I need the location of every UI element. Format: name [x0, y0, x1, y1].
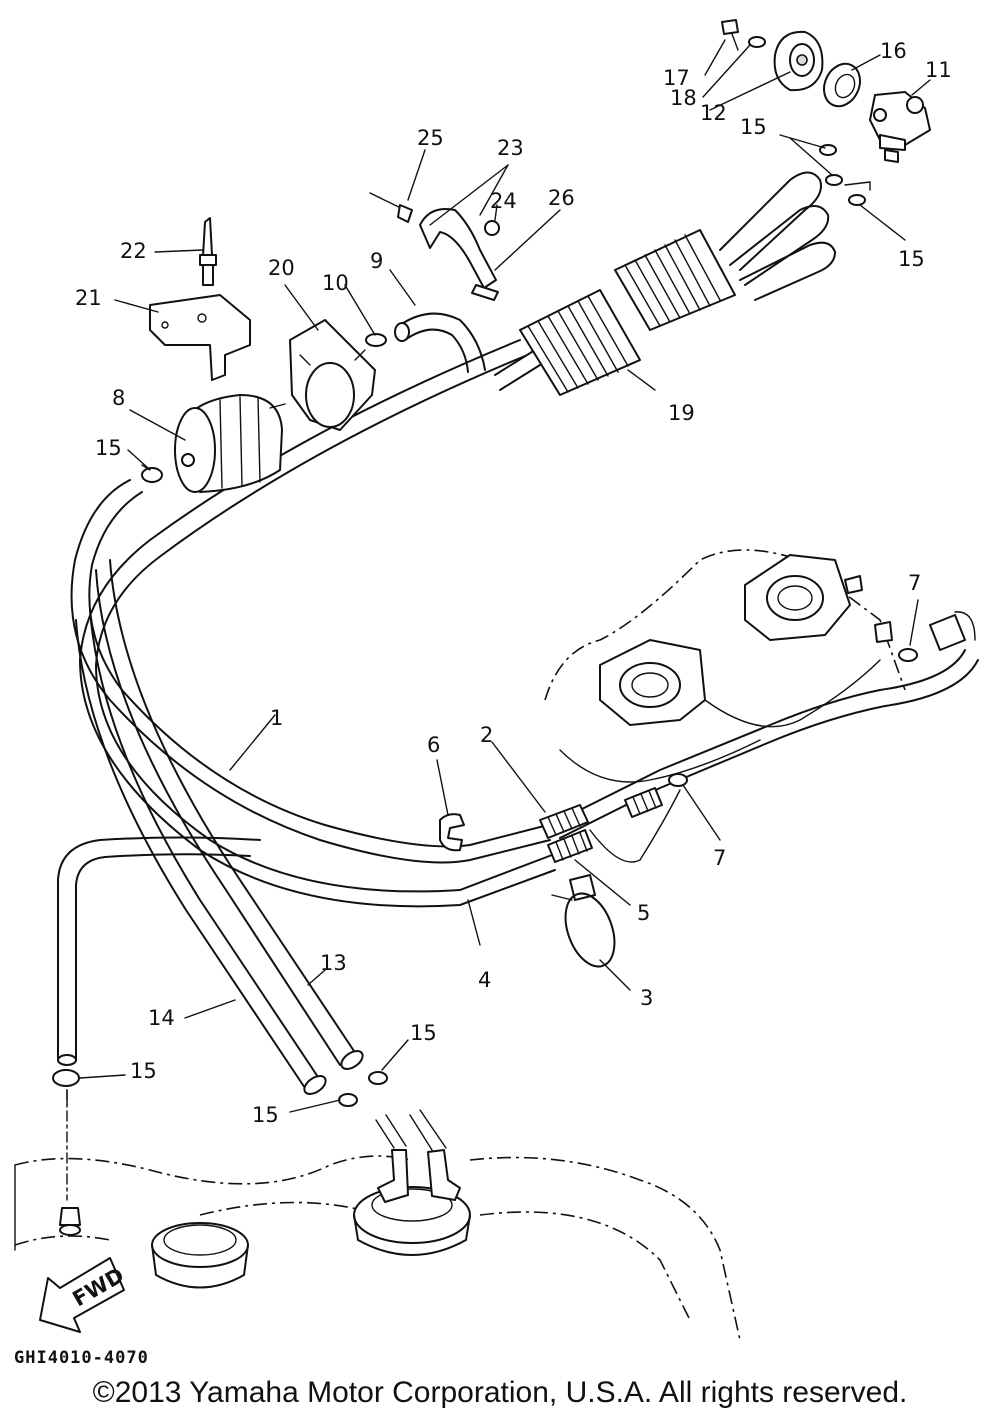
callout-9: 9 — [370, 249, 383, 273]
callout-23: 23 — [497, 136, 524, 160]
callout-21: 21 — [75, 286, 102, 310]
callout-22: 22 — [120, 239, 147, 263]
hose-clamp — [141, 464, 163, 483]
carburetor — [544, 549, 979, 863]
pin — [199, 217, 217, 286]
band-clamp-3 — [551, 874, 616, 968]
callout-24: 24 — [490, 189, 517, 213]
spring-guards — [539, 787, 663, 863]
small-clamps-15 — [819, 144, 871, 206]
callout-labels: 1 2 3 4 5 6 7 7 8 9 10 11 12 13 14 15 15… — [75, 39, 952, 1127]
callout-7-top: 7 — [908, 571, 921, 595]
callout-15-c: 15 — [95, 436, 122, 460]
copyright-notice: ©2013 Yamaha Motor Corporation, U.S.A. A… — [92, 1376, 908, 1409]
reference-code: GHI4010-4070 — [14, 1348, 149, 1368]
cable-band-assembly — [369, 192, 500, 301]
cable-protector — [519, 229, 736, 396]
callout-8: 8 — [112, 386, 125, 410]
callout-19: 19 — [668, 401, 695, 425]
callout-15-f: 15 — [252, 1103, 279, 1127]
callout-11: 11 — [925, 58, 952, 82]
fwd-arrow: FWD — [39, 1257, 128, 1333]
callout-13: 13 — [320, 951, 347, 975]
fuel-hoses — [57, 312, 556, 1201]
callout-5: 5 — [637, 901, 650, 925]
callout-15-a: 15 — [740, 115, 767, 139]
fuel-valve-assembly — [721, 19, 931, 163]
leader-lines — [66, 39, 931, 1113]
callout-15-b: 15 — [898, 247, 925, 271]
vent-fitting — [59, 1207, 81, 1226]
fuel-tank — [14, 1109, 741, 1341]
callout-17: 17 — [663, 66, 690, 90]
callout-15-e: 15 — [410, 1021, 437, 1045]
callout-4: 4 — [478, 968, 491, 992]
callout-7-bottom: 7 — [713, 846, 726, 870]
callout-6: 6 — [427, 733, 440, 757]
clip-6 — [439, 813, 465, 852]
callout-16: 16 — [880, 39, 907, 63]
filter-holder-bracket — [289, 319, 376, 431]
callout-18: 18 — [670, 86, 697, 110]
cable-bundle — [494, 171, 836, 396]
fuel-filter — [174, 394, 286, 493]
mount-bracket — [149, 294, 251, 381]
callout-12: 12 — [700, 101, 727, 125]
hose-clamp-10 — [365, 333, 387, 347]
callout-25: 25 — [417, 126, 444, 150]
callout-14: 14 — [148, 1006, 175, 1030]
callout-3: 3 — [640, 986, 653, 1010]
hose-clamps-7 — [668, 648, 918, 787]
callout-26: 26 — [548, 186, 575, 210]
callout-2: 2 — [480, 723, 493, 747]
callout-15-d: 15 — [130, 1059, 157, 1083]
callout-20: 20 — [268, 256, 295, 280]
callout-10: 10 — [322, 271, 349, 295]
callout-1: 1 — [270, 706, 283, 730]
hose-clamps-tank — [52, 1069, 388, 1107]
